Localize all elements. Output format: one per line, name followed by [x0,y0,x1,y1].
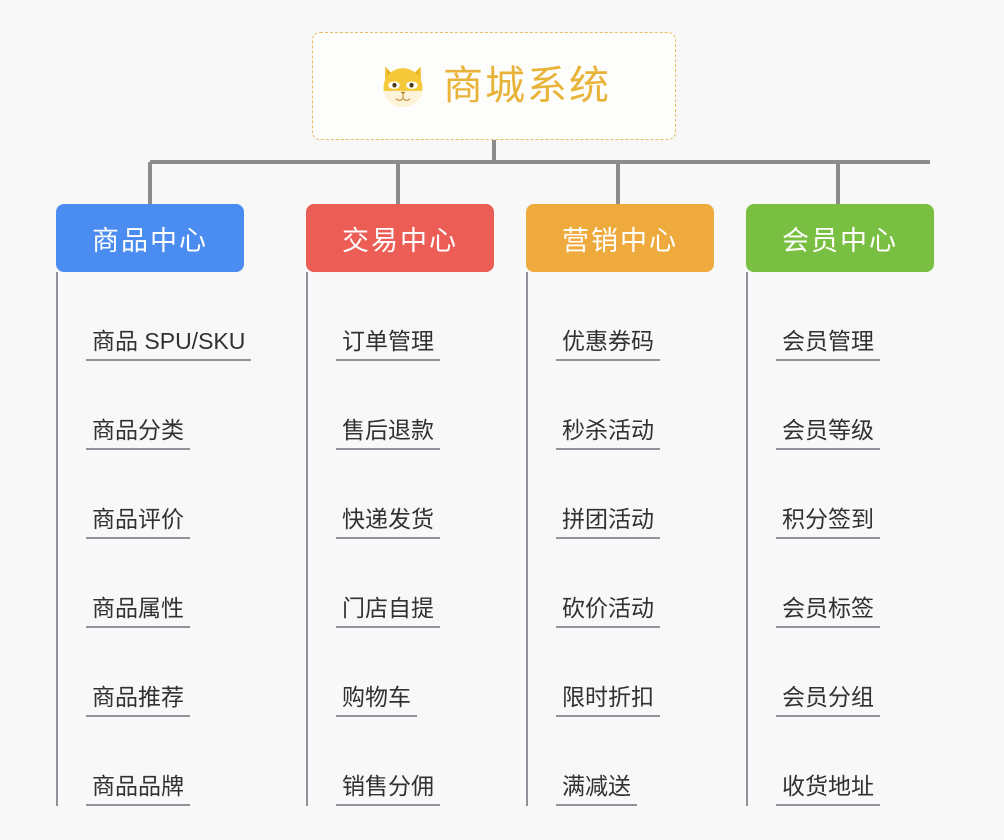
leaf-item[interactable]: 优惠券码 [526,272,714,361]
leaf-label: 商品分类 [86,417,190,450]
tree-stem-line [746,272,748,361]
tree-stem-line [746,628,748,717]
branch-header[interactable]: 会员中心 [746,204,934,272]
leaf-label: 订单管理 [336,328,440,361]
branch-column-1: 商品中心商品 SPU/SKU 商品分类商品评价商品属性商品推荐商品品牌 [56,204,252,806]
tree-stem-line [526,717,528,806]
leaf-label: 商品评价 [86,506,190,539]
leaf-item[interactable]: 拼团活动 [526,450,714,539]
leaf-label: 砍价活动 [556,595,660,628]
branch-header[interactable]: 营销中心 [526,204,714,272]
leaf-item[interactable]: 商品 SPU/SKU [56,272,252,361]
leaf-list: 优惠券码秒杀活动拼团活动砍价活动限时折扣满减送 [526,272,714,806]
tree-stem-line [746,361,748,450]
leaf-label: 优惠券码 [556,328,660,361]
tree-stem-line [306,717,308,806]
tree-stem-line [746,450,748,539]
leaf-item[interactable]: 积分签到 [746,450,934,539]
leaf-item[interactable]: 商品评价 [56,450,244,539]
leaf-label: 门店自提 [336,595,440,628]
tree-stem-line [526,361,528,450]
leaf-item[interactable]: 秒杀活动 [526,361,714,450]
tree-stem-line [306,450,308,539]
leaf-list: 商品 SPU/SKU 商品分类商品评价商品属性商品推荐商品品牌 [56,272,252,806]
tree-stem-line [526,628,528,717]
tree-stem-line [56,272,58,361]
tree-stem-line [56,628,58,717]
leaf-item[interactable]: 会员管理 [746,272,934,361]
branch-header[interactable]: 商品中心 [56,204,244,272]
leaf-label: 商品品牌 [86,773,190,806]
leaf-item[interactable]: 门店自提 [306,539,494,628]
leaf-item[interactable]: 会员等级 [746,361,934,450]
leaf-label: 收货地址 [776,773,880,806]
leaf-label: 秒杀活动 [556,417,660,450]
tree-stem-line [526,539,528,628]
tree-stem-line [746,717,748,806]
leaf-item[interactable]: 商品分类 [56,361,244,450]
leaf-label: 拼团活动 [556,506,660,539]
leaf-item[interactable]: 砍价活动 [526,539,714,628]
leaf-label: 会员标签 [776,595,880,628]
leaf-list: 会员管理会员等级积分签到会员标签会员分组收货地址 [746,272,934,806]
leaf-item[interactable]: 商品属性 [56,539,244,628]
tree-stem-line [56,717,58,806]
leaf-label: 会员等级 [776,417,880,450]
tree-stem-line [56,539,58,628]
branch-header[interactable]: 交易中心 [306,204,494,272]
leaf-item[interactable]: 商品品牌 [56,717,244,806]
tree-stem-line [306,272,308,361]
tree-stem-line [526,450,528,539]
tree-stem-line [306,361,308,450]
leaf-item[interactable]: 商品推荐 [56,628,244,717]
leaf-label: 商品 SPU/SKU [86,328,252,361]
leaf-label: 销售分佣 [336,773,440,806]
leaf-item[interactable]: 收货地址 [746,717,934,806]
leaf-label: 购物车 [336,684,417,717]
leaf-label: 限时折扣 [556,684,660,717]
leaf-label: 会员分组 [776,684,880,717]
leaf-item[interactable]: 满减送 [526,717,714,806]
leaf-item[interactable]: 会员标签 [746,539,934,628]
leaf-label: 快递发货 [336,506,440,539]
tree-stem-line [306,539,308,628]
branch-column-2: 交易中心订单管理售后退款快递发货门店自提购物车销售分佣 [306,204,494,806]
leaf-item[interactable]: 快递发货 [306,450,494,539]
leaf-label: 商品属性 [86,595,190,628]
branch-column-4: 会员中心会员管理会员等级积分签到会员标签会员分组收货地址 [746,204,934,806]
tree-stem-line [526,272,528,361]
leaf-label: 商品推荐 [86,684,190,717]
leaf-label: 积分签到 [776,506,880,539]
tree-stem-line [56,361,58,450]
leaf-label: 售后退款 [336,417,440,450]
leaf-item[interactable]: 售后退款 [306,361,494,450]
tree-stem-line [56,450,58,539]
branch-column-3: 营销中心优惠券码秒杀活动拼团活动砍价活动限时折扣满减送 [526,204,714,806]
leaf-label: 满减送 [556,773,637,806]
tree-stem-line [746,539,748,628]
shiba-dog-face-icon [377,60,429,112]
leaf-item[interactable]: 订单管理 [306,272,494,361]
root-node[interactable]: 商城系统 [312,32,676,140]
tree-stem-line [306,628,308,717]
leaf-label: 会员管理 [776,328,880,361]
leaf-item[interactable]: 会员分组 [746,628,934,717]
leaf-list: 订单管理售后退款快递发货门店自提购物车销售分佣 [306,272,494,806]
leaf-item[interactable]: 销售分佣 [306,717,494,806]
leaf-item[interactable]: 限时折扣 [526,628,714,717]
leaf-item[interactable]: 购物车 [306,628,494,717]
root-title: 商城系统 [443,64,611,108]
